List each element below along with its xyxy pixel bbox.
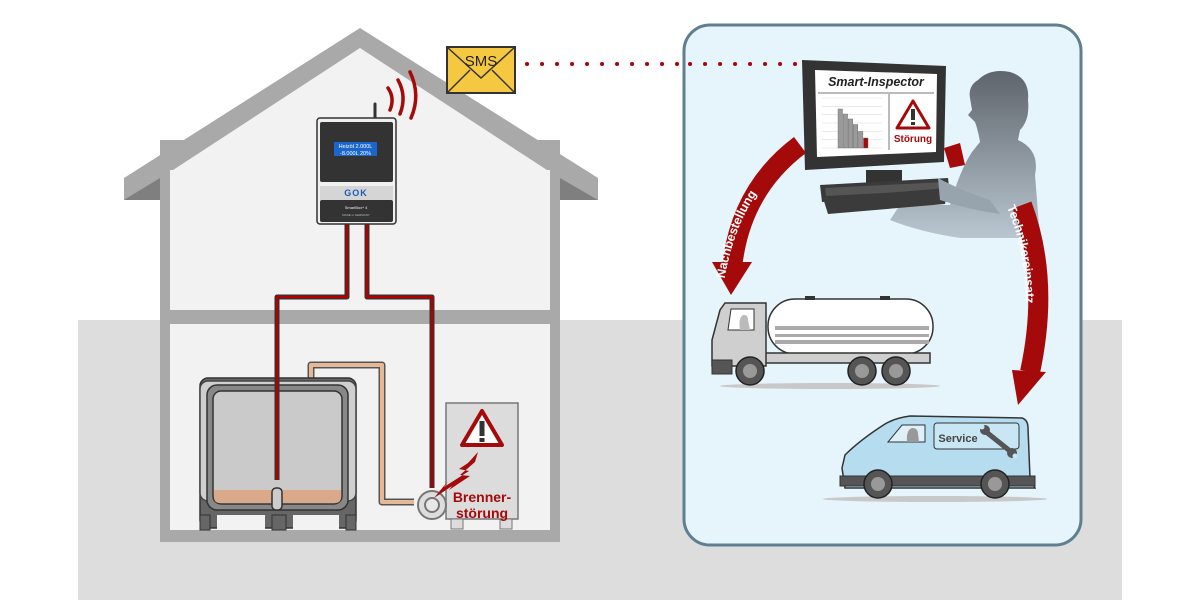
display-line-1: Heizöl 2.000L — [339, 144, 373, 150]
chart-bar — [842, 113, 848, 149]
chart-bar — [837, 108, 843, 149]
inspector-alert-label: Störung — [894, 134, 932, 145]
inspector-bar-chart — [822, 97, 882, 149]
sms-envelope-icon: SMS — [446, 46, 516, 94]
inspector-title: Smart-Inspector — [828, 75, 925, 89]
sms-label: SMS — [465, 53, 498, 70]
burner-fan — [417, 490, 447, 520]
operator-silhouette — [890, 71, 1040, 238]
lightning-icon — [434, 452, 478, 498]
van-service-label: Service — [938, 433, 977, 445]
inspector-warning-icon — [895, 99, 931, 130]
burner: Brenner- störung — [417, 402, 519, 530]
chart-bar — [858, 131, 864, 149]
burner-fault-label-line2: störung — [456, 505, 508, 521]
service-van: Service — [823, 415, 1047, 502]
house — [124, 28, 598, 542]
device-display — [334, 142, 377, 156]
oil-tank — [199, 297, 357, 531]
wireless-signal-icon — [386, 70, 418, 120]
chart-bar — [863, 137, 869, 149]
floor-divider — [160, 310, 560, 324]
device-brand-logo: GOK — [344, 188, 368, 198]
chart-bar — [853, 124, 858, 149]
device-model: SmartBox⁴ 4 — [345, 205, 368, 210]
smartbox-device: Heizöl 2.000L -8.000L 20% GOK SmartBox⁴ … — [316, 102, 397, 225]
wrench-icon — [979, 424, 1018, 459]
display-line-2: -8.000L 20% — [340, 151, 371, 157]
burner-warning-icon — [460, 409, 504, 447]
device-made-in: MADE in GERMANY — [342, 213, 370, 217]
tanker-truck — [711, 296, 940, 389]
burner-fault-label-line1: Brenner- — [453, 489, 512, 505]
keyboard — [823, 188, 948, 214]
chart-bar — [848, 118, 853, 149]
level-probe — [271, 487, 283, 511]
